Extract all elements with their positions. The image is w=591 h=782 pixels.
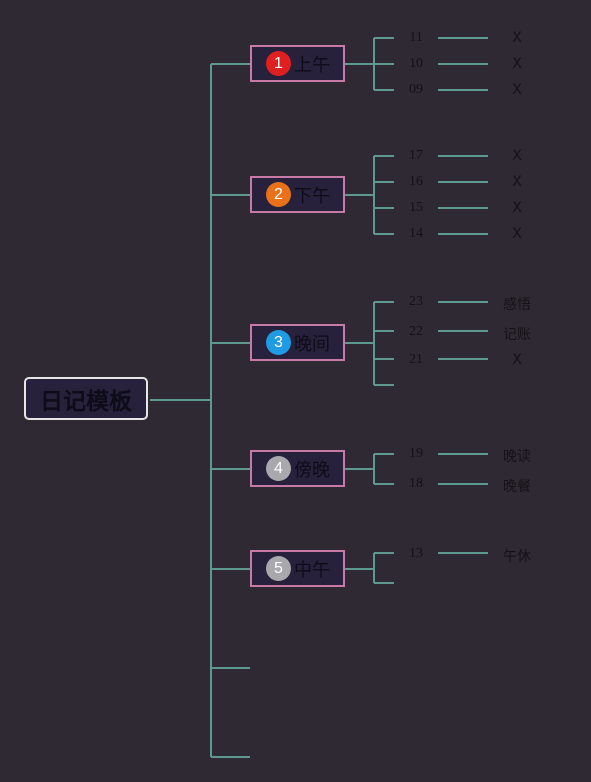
branch-label: 中午 (294, 559, 330, 581)
item-value: 记账 (503, 327, 531, 343)
item-value: 感悟 (503, 297, 531, 313)
item-value: 晚餐 (503, 479, 531, 495)
number-badge-4: 4 (266, 456, 291, 481)
item-value: X (512, 226, 522, 242)
item-value: X (512, 30, 522, 46)
number-badge-1: 1 (266, 51, 291, 76)
branch-node-dusk[interactable]: 4 傍晚 (250, 450, 345, 487)
item-number: 15 (409, 200, 423, 215)
item-number: 09 (409, 82, 423, 97)
item-value: X (512, 174, 522, 190)
item-number: 18 (409, 476, 423, 491)
root-node[interactable]: 日记模板 (24, 377, 148, 420)
item-number: 13 (409, 546, 423, 561)
branch-label: 上午 (294, 54, 330, 76)
item-value: X (512, 56, 522, 72)
item-number: 22 (409, 324, 423, 339)
root-title: 日记模板 (40, 388, 132, 415)
branch-label: 晚间 (294, 333, 330, 355)
number-badge-2: 2 (266, 182, 291, 207)
item-number: 16 (409, 174, 423, 189)
number-badge-5: 5 (266, 556, 291, 581)
item-number: 19 (409, 446, 423, 461)
item-number: 11 (409, 30, 423, 45)
item-value: X (512, 352, 522, 368)
branch-node-noon[interactable]: 5 中午 (250, 550, 345, 587)
item-value: X (512, 200, 522, 216)
item-number: 17 (409, 148, 423, 163)
item-number: 23 (409, 294, 423, 309)
branch-node-morning[interactable]: 1 上午 (250, 45, 345, 82)
item-value: X (512, 148, 522, 164)
branch-node-evening[interactable]: 3 晚间 (250, 324, 345, 361)
item-number: 14 (409, 226, 423, 241)
item-value: 午休 (503, 549, 531, 565)
item-number: 21 (409, 352, 423, 367)
number-badge-3: 3 (266, 330, 291, 355)
branch-label: 下午 (294, 185, 330, 207)
item-value: X (512, 82, 522, 98)
item-value: 晚读 (503, 449, 531, 465)
branch-label: 傍晚 (294, 459, 330, 481)
branch-node-afternoon[interactable]: 2 下午 (250, 176, 345, 213)
item-number: 10 (409, 56, 423, 71)
